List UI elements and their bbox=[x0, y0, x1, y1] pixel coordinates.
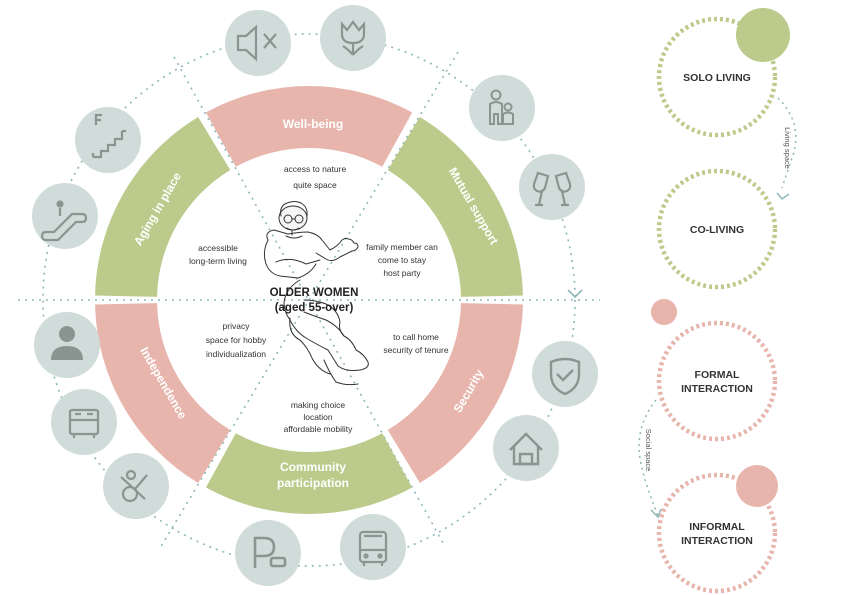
text-accessible: accessible bbox=[198, 243, 238, 253]
text-affordable-mobility: affordable mobility bbox=[284, 424, 354, 434]
text-access-nature: access to nature bbox=[284, 164, 347, 174]
orbit-arrow bbox=[567, 289, 583, 299]
text-hobby: space for hobby bbox=[206, 335, 267, 345]
text-family-member: family member can bbox=[366, 242, 438, 252]
segment-community bbox=[205, 433, 413, 515]
solo-living-dot bbox=[736, 8, 790, 62]
informal-label-2: INTERACTION bbox=[681, 535, 753, 547]
ring-segments bbox=[95, 85, 523, 515]
person-icon bbox=[34, 312, 100, 378]
informal-label-1: INFORMAL bbox=[689, 521, 745, 533]
informal-interaction-ring bbox=[656, 472, 778, 594]
text-quite-space: quite space bbox=[293, 180, 337, 190]
informal-interaction-dot bbox=[736, 465, 778, 507]
label-community-1: Community bbox=[280, 460, 346, 474]
text-long-term: long-term living bbox=[189, 256, 247, 266]
social-space-arc bbox=[638, 399, 659, 517]
formal-label-1: FORMAL bbox=[695, 369, 740, 381]
solo-living-ring bbox=[656, 16, 778, 138]
co-living-ring bbox=[656, 168, 778, 290]
segment-security bbox=[387, 303, 523, 484]
title-older-women: OLDER WOMEN bbox=[270, 287, 359, 299]
text-host-party: host party bbox=[383, 268, 421, 278]
outer-orbit bbox=[42, 33, 576, 567]
icon-ring bbox=[32, 5, 598, 586]
text-privacy: privacy bbox=[223, 321, 251, 331]
axis-diagonal-1 bbox=[173, 56, 444, 544]
living-space-label: Living space bbox=[783, 127, 792, 169]
living-space-arrow bbox=[776, 192, 790, 201]
segment-independence bbox=[95, 303, 231, 484]
social-space-arrow bbox=[650, 508, 662, 519]
text-making-choice: making choice bbox=[291, 400, 346, 410]
guide-lines bbox=[18, 33, 600, 567]
text-location: location bbox=[303, 412, 333, 422]
title-aged: (aged 55-over) bbox=[275, 302, 354, 314]
stairs-icon bbox=[75, 107, 141, 173]
formal-interaction-dot bbox=[651, 299, 677, 325]
text-come-stay: come to stay bbox=[378, 255, 427, 265]
text-individualization: individualization bbox=[206, 349, 266, 359]
bus-icon bbox=[340, 514, 406, 580]
older-woman-illustration bbox=[263, 201, 369, 386]
segment-wellbeing bbox=[205, 85, 413, 167]
living-space-arc bbox=[777, 97, 797, 189]
co-living-label: CO-LIVING bbox=[690, 224, 744, 236]
guitar-icon bbox=[103, 453, 169, 519]
inner-texts: access to nature quite space family memb… bbox=[189, 164, 449, 434]
mute-icon bbox=[225, 10, 291, 76]
formal-label-2: INTERACTION bbox=[681, 383, 753, 395]
label-wellbeing: Well-being bbox=[283, 117, 343, 131]
home-icon bbox=[493, 415, 559, 481]
tulip-icon bbox=[320, 5, 386, 71]
cheers-icon bbox=[519, 154, 585, 220]
social-space-label: Social space bbox=[644, 429, 653, 472]
parking-icon bbox=[235, 520, 301, 586]
right-panel: SOLO LIVING CO-LIVING Living space FORMA… bbox=[638, 8, 797, 594]
formal-interaction-ring bbox=[656, 320, 778, 442]
segment-aging bbox=[95, 116, 231, 297]
escalator-icon bbox=[32, 183, 98, 249]
text-security-tenure: security of tenure bbox=[383, 345, 448, 355]
text-call-home: to call home bbox=[393, 332, 439, 342]
segment-mutual bbox=[387, 116, 523, 297]
shield-check-icon bbox=[532, 341, 598, 407]
center-title: OLDER WOMEN (aged 55-over) bbox=[270, 287, 359, 314]
family-icon bbox=[469, 75, 535, 141]
solo-living-label: SOLO LIVING bbox=[683, 72, 751, 84]
bed-icon bbox=[51, 389, 117, 455]
label-community-2: participation bbox=[277, 476, 349, 490]
